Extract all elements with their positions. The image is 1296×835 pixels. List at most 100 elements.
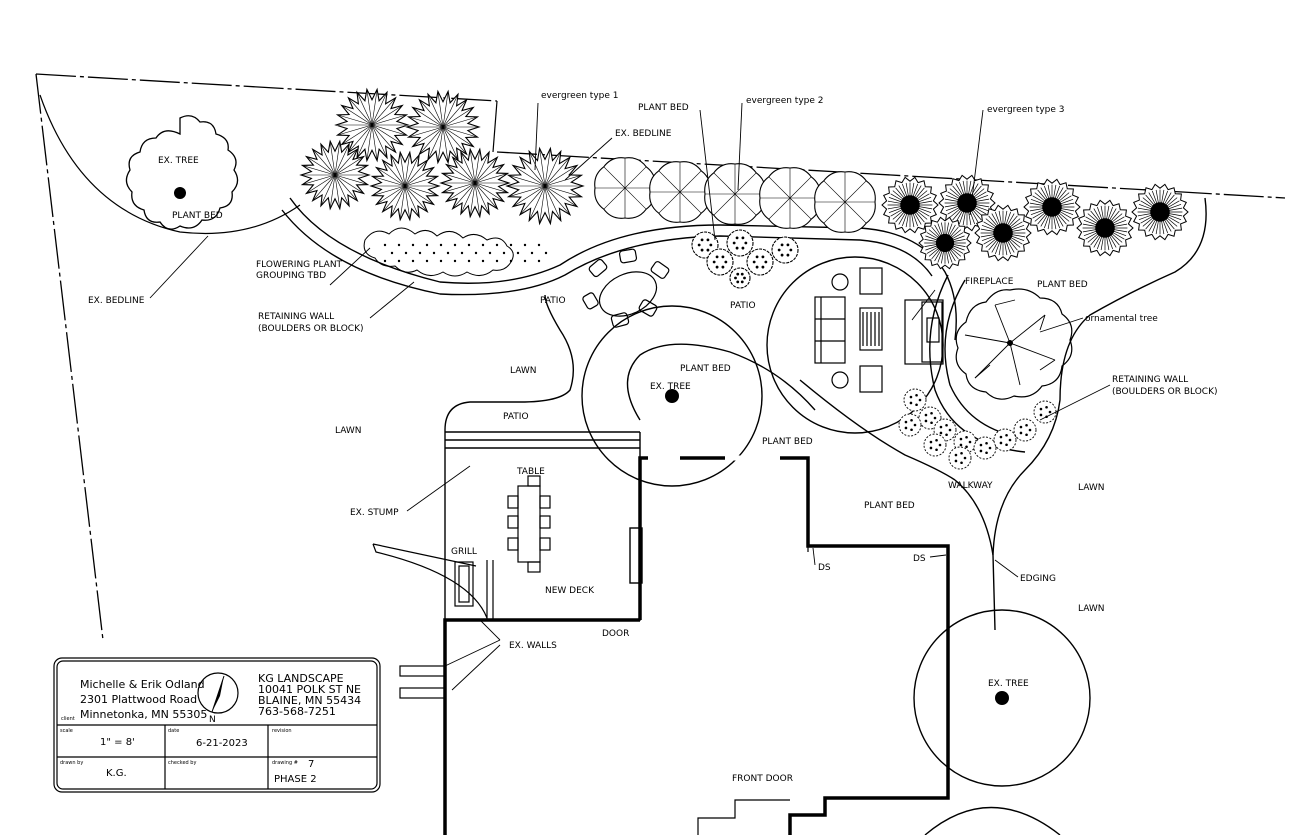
tb-north: N [209, 715, 216, 725]
label-table: TABLE [516, 467, 545, 477]
flower-dot [411, 243, 415, 247]
label-evergreen-2: evergreen type 2 [746, 96, 824, 106]
ornamental-tree-canopy [955, 288, 1073, 400]
flower-dot [523, 259, 527, 263]
label-evergreen-1: evergreen type 1 [541, 91, 619, 101]
tb-drawn-caption: drawn by [60, 760, 83, 766]
grill [454, 561, 474, 607]
flower-dot [481, 243, 485, 247]
flower-dot [432, 251, 436, 255]
label-lawn-1: LAWN [510, 366, 537, 376]
label-lawn-4: LAWN [1078, 604, 1105, 614]
flower-dot [425, 243, 429, 247]
label-fireplace: FIREPLACE [965, 277, 1014, 287]
ex-tree-trunk-1 [174, 187, 186, 199]
label-new-deck: NEW DECK [545, 586, 595, 596]
flower-dot [453, 259, 457, 263]
label-patio-2: PATIO [730, 301, 756, 311]
evergreen-type2-symbol [704, 163, 766, 225]
label-ds-2: DS [913, 554, 926, 564]
label-flowering: FLOWERING PLANT [256, 260, 343, 270]
label-ex-bedline-2: EX. BEDLINE [615, 129, 672, 139]
label-ex-bedline-1: EX. BEDLINE [88, 296, 145, 306]
flower-dot [460, 251, 464, 255]
flowering-dots [383, 243, 548, 263]
flower-dot [523, 243, 527, 247]
center-tree-canopy [581, 305, 763, 487]
evergreen-type3-symbol [1023, 178, 1081, 236]
house-outline [443, 456, 950, 835]
deck-table [507, 475, 551, 573]
back-bed-outer-edge [289, 197, 957, 341]
flower-dot [502, 251, 506, 255]
ornamental-tree-branches [964, 299, 1056, 386]
right-tree-canopy [913, 609, 1091, 787]
label-ex-tree-right: EX. TREE [988, 679, 1029, 689]
patio-outline [444, 294, 575, 431]
label-edging: EDGING [1020, 574, 1056, 584]
bedline-arc-left [39, 94, 301, 235]
evergreen-type3-symbol [974, 204, 1032, 262]
label-walkway: WALKWAY [948, 481, 993, 491]
flower-dot [397, 259, 401, 263]
north-arrow [197, 672, 239, 714]
flower-dot [495, 243, 499, 247]
tb-drawn-value: K.G. [106, 768, 127, 779]
tb-revision-caption: revision [272, 728, 292, 734]
shrub-group [691, 229, 799, 289]
fence-segment [492, 100, 498, 153]
fireplace-unit [904, 299, 944, 365]
label-ds-1: DS [818, 563, 831, 573]
title-block [53, 657, 381, 793]
tb-date-value: 6-21-2023 [196, 738, 248, 749]
evergreen-type3-symbol [1076, 199, 1134, 257]
label-lawn-2: LAWN [335, 426, 362, 436]
walkway-shrub-symbol [1013, 418, 1037, 442]
shrub-symbol [706, 248, 734, 276]
flower-dot [495, 259, 499, 263]
tb-client-line1: Michelle & Erik Odland [80, 678, 205, 691]
tb-client-line3: Minnetonka, MN 55305 [80, 708, 207, 721]
label-plant-bed-1: PLANT BED [172, 211, 223, 221]
walkway-shrub-symbol [918, 406, 942, 430]
tb-drawing-value: 7 [308, 759, 314, 770]
evergreen-type1-symbol [334, 87, 410, 163]
label-retaining-wall-1b: (BOULDERS OR BLOCK) [258, 324, 364, 334]
flower-dot [404, 251, 408, 255]
flower-dot [467, 243, 471, 247]
flower-dot [439, 243, 443, 247]
label-evergreen-3: evergreen type 3 [987, 105, 1065, 115]
walkway-edge-left [799, 379, 956, 481]
flower-dot [453, 243, 457, 247]
flower-dot [530, 251, 534, 255]
label-retaining-wall-1: RETAINING WALL [258, 312, 334, 322]
label-ex-tree-center: EX. TREE [650, 382, 691, 392]
evergreen-type1-symbol [369, 150, 441, 222]
flower-dot [509, 259, 513, 263]
tb-client-line2: 2301 Plattwood Road [80, 693, 197, 706]
walkway-shrub-symbol [1033, 400, 1057, 424]
label-flowering-2: GROUPING TBD [256, 271, 326, 281]
label-grill: GRILL [451, 547, 477, 557]
evergreen-type1-symbol [505, 146, 585, 226]
label-door: DOOR [602, 629, 629, 639]
walkway-shrub-symbol [973, 436, 997, 460]
label-patio-3: PATIO [503, 412, 529, 422]
walkway-shrub-symbol [923, 433, 947, 457]
tb-drawing-caption: drawing # [272, 760, 298, 766]
ex-walls [372, 543, 494, 699]
tb-date-caption: date [168, 728, 179, 734]
flower-dot [488, 251, 492, 255]
evergreen-type2-symbol [814, 171, 876, 233]
bottom-tree-arc [924, 806, 1061, 835]
tb-scale-value: 1" = 8' [100, 737, 135, 748]
back-bed-inner-edge [281, 209, 933, 296]
evergreen-type1-group [299, 87, 585, 226]
shrub-symbol [771, 236, 799, 264]
evergreen-type2-group [594, 157, 876, 233]
flower-dot [516, 251, 520, 255]
flower-dot [383, 259, 387, 263]
label-plant-bed-right: PLANT BED [1037, 280, 1088, 290]
evergreen-type1-symbol [299, 139, 371, 211]
walkway-shrub-symbol [903, 388, 927, 412]
